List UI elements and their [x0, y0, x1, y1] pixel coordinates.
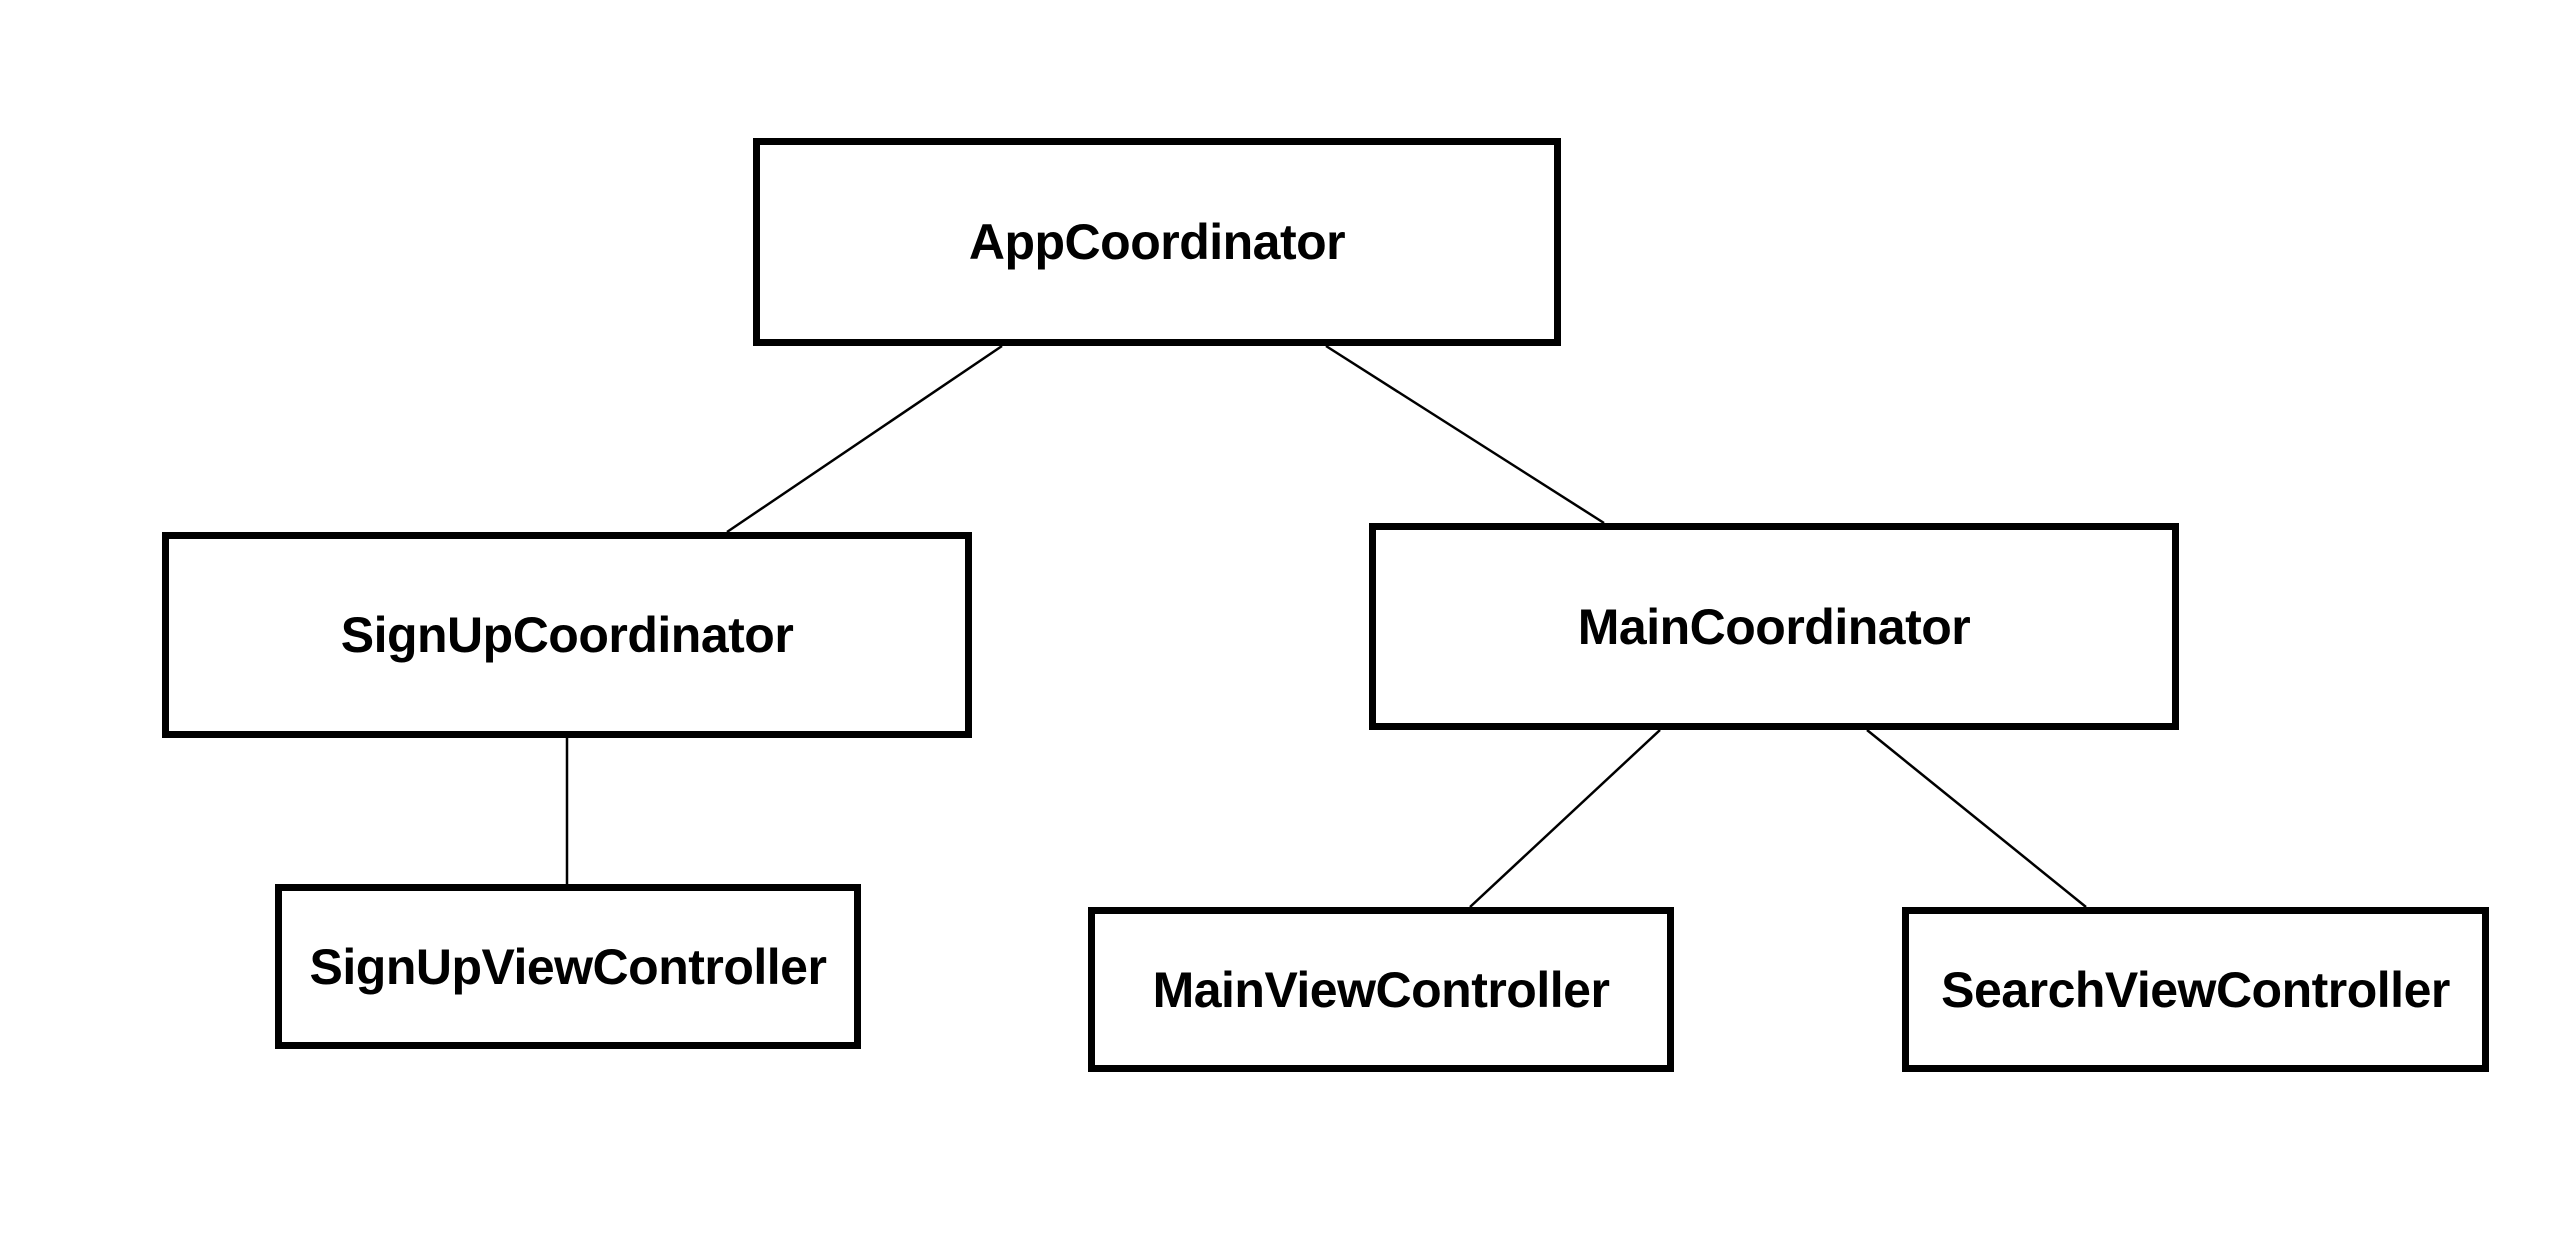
- app-coordinator-node: AppCoordinator: [753, 138, 1561, 346]
- main-coordinator-node: MainCoordinator: [1369, 523, 2179, 730]
- main-coordinator-label: MainCoordinator: [1577, 598, 1971, 655]
- app-coordinator-label: AppCoordinator: [968, 214, 1346, 270]
- signup-coordinator-label: SignUpCoordinator: [340, 607, 794, 663]
- search-view-controller-node: SearchViewController: [1902, 907, 2489, 1072]
- search-view-controller-label: SearchViewController: [1941, 961, 2450, 1018]
- signup-view-controller-node: SignUpViewController: [275, 884, 861, 1049]
- edge-app-to-main: [1325, 344, 1605, 525]
- edge-app-to-signup: [726, 344, 1003, 534]
- main-view-controller-label: MainViewController: [1152, 961, 1610, 1018]
- edge-main-to-main-vc: [1469, 729, 1661, 908]
- main-view-controller-node: MainViewController: [1088, 907, 1674, 1072]
- signup-view-controller-label: SignUpViewController: [309, 938, 827, 995]
- signup-coordinator-node: SignUpCoordinator: [162, 532, 972, 738]
- edge-main-to-search-vc: [1866, 729, 2087, 908]
